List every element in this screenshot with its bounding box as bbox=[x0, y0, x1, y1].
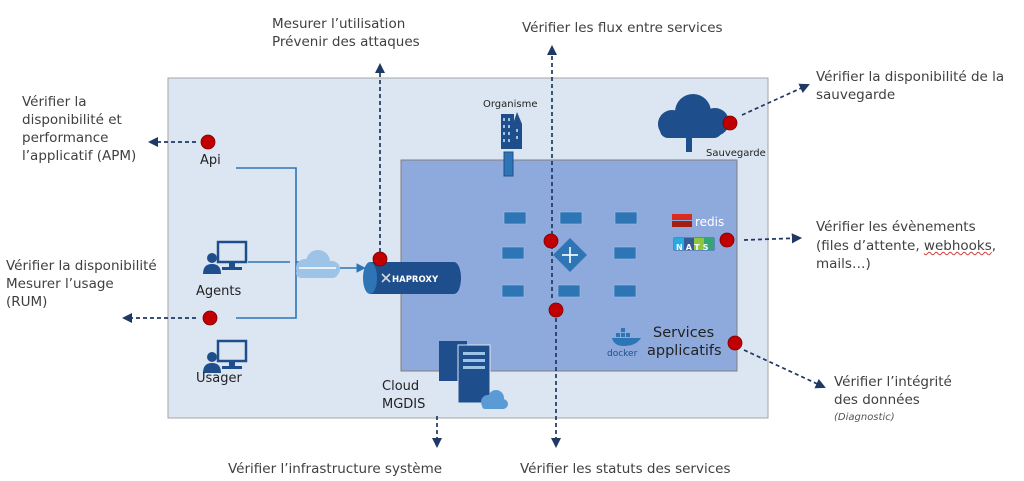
organisation-building-icon bbox=[501, 112, 522, 177]
haproxy-logo-icon bbox=[381, 273, 391, 283]
small-cloud-icon bbox=[481, 390, 508, 409]
node-cloud-line2: MGDIS bbox=[382, 397, 426, 412]
red-dot-apm bbox=[200, 134, 216, 150]
container-icon bbox=[559, 211, 583, 225]
red-dot-integrity bbox=[727, 335, 743, 351]
red-dot-flux bbox=[543, 233, 559, 249]
label-events-2-prefix: (files d’attente, bbox=[816, 238, 924, 254]
monitoring-arrows bbox=[121, 44, 826, 449]
node-haproxy: HAPROXY bbox=[392, 275, 439, 285]
label-backup-1: Vérifier la disponibilité de la bbox=[816, 69, 1005, 85]
label-apm-1: Vérifier la bbox=[22, 94, 87, 110]
node-docker: docker bbox=[607, 349, 638, 359]
service-containers bbox=[501, 211, 638, 298]
docker-icon bbox=[612, 328, 641, 346]
label-integrity-1: Vérifier l’intégrité bbox=[834, 374, 952, 390]
container-icon bbox=[501, 284, 525, 298]
label-apm-3: performance bbox=[22, 130, 109, 146]
label-events-2: (files d’attente, webhooks, bbox=[816, 238, 996, 255]
label-backup-2: sauvegarde bbox=[816, 87, 896, 103]
label-apm-4: l’applicatif (APM) bbox=[22, 148, 137, 164]
label-events-webhooks: webhooks bbox=[923, 238, 992, 254]
label-events-3: mails…) bbox=[816, 256, 871, 272]
label-rum-1: Vérifier la disponibilité bbox=[6, 258, 157, 274]
label-events-1: Vérifier les évènements bbox=[816, 219, 976, 235]
container-icon bbox=[614, 211, 638, 225]
red-dot-events bbox=[719, 232, 735, 248]
haproxy-cylinder bbox=[363, 262, 461, 294]
node-services-line2: applicatifs bbox=[647, 343, 722, 359]
label-apm-2: disponibilité et bbox=[22, 112, 122, 128]
arrow-events bbox=[743, 233, 803, 244]
red-dot-backup bbox=[722, 115, 738, 131]
arrow-backup bbox=[741, 83, 810, 116]
container-icon bbox=[503, 211, 527, 225]
label-integrity-2: des données bbox=[834, 392, 920, 408]
nats-logo bbox=[673, 237, 715, 251]
label-rum-3: (RUM) bbox=[6, 294, 48, 310]
red-dot-rum bbox=[202, 310, 218, 326]
server-icon bbox=[439, 341, 508, 409]
label-statuses: Vérifier les statuts des services bbox=[520, 461, 731, 477]
label-usage-1: Mesurer l’utilisation bbox=[272, 16, 406, 32]
node-sauvegarde: Sauvegarde bbox=[706, 148, 766, 159]
node-nats: NATS bbox=[676, 243, 712, 252]
label-flux: Vérifier les flux entre services bbox=[522, 20, 723, 36]
node-redis: redis bbox=[695, 215, 725, 229]
label-integrity-note: (Diagnostic) bbox=[834, 412, 895, 423]
container-icon bbox=[557, 284, 581, 298]
container-icon bbox=[613, 246, 637, 260]
node-api: Api bbox=[200, 153, 221, 168]
node-cloud-line1: Cloud bbox=[382, 379, 420, 394]
node-organisme: Organisme bbox=[483, 99, 538, 110]
container-icon bbox=[501, 246, 525, 260]
label-events-2-suffix: , bbox=[991, 238, 997, 254]
service-router-icon bbox=[553, 238, 587, 272]
arrow-integrity bbox=[743, 349, 826, 389]
node-services-line1: Services bbox=[653, 325, 715, 341]
agents-icon bbox=[203, 240, 248, 274]
red-dot-statuses bbox=[548, 302, 564, 318]
monitoring-points bbox=[200, 115, 743, 351]
red-dot-haproxy bbox=[372, 251, 388, 267]
label-infra: Vérifier l’infrastructure système bbox=[228, 461, 443, 477]
container-icon bbox=[613, 284, 637, 298]
node-usager: Usager bbox=[196, 371, 242, 386]
label-rum-2: Mesurer l’usage bbox=[6, 276, 114, 292]
redis-icon bbox=[672, 214, 692, 227]
node-agents: Agents bbox=[196, 284, 242, 299]
user-icon bbox=[203, 339, 248, 373]
backup-cloud-icon bbox=[658, 94, 729, 152]
label-usage-2: Prévenir des attaques bbox=[272, 34, 420, 50]
